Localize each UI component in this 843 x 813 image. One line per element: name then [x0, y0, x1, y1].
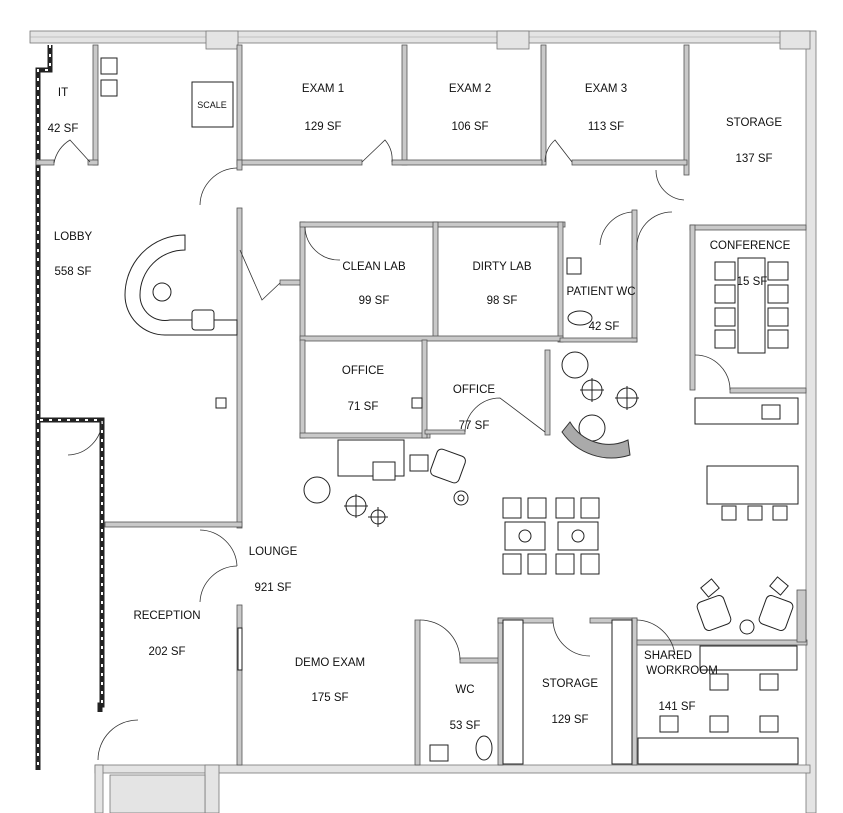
room-conference-name: CONFERENCE	[710, 240, 791, 252]
room-clean-lab-area: 99 SF	[359, 295, 390, 307]
room-demo-exam-name: DEMO EXAM	[295, 657, 365, 669]
room-dirty-lab-area: 98 SF	[487, 295, 518, 307]
room-exam1-area: 129 SF	[304, 121, 341, 133]
scale-label: SCALE	[197, 100, 227, 110]
room-conference-area: 15 SF	[737, 276, 768, 288]
room-exam3-name: EXAM 3	[585, 83, 627, 95]
room-wc-area: 53 SF	[450, 720, 481, 732]
interior-walls	[35, 44, 808, 766]
scale-fixture	[191, 81, 234, 128]
room-storage-top-name: STORAGE	[726, 117, 782, 129]
furniture	[100, 57, 799, 765]
room-exam2-name: EXAM 2	[449, 83, 491, 95]
room-shared-workroom-name-1: SHARED	[644, 650, 692, 662]
room-clean-lab-name: CLEAN LAB	[342, 261, 406, 273]
room-lounge-area: 921 SF	[254, 582, 291, 594]
room-patient-wc-area: 42 SF	[589, 321, 620, 333]
room-office1-area: 71 SF	[348, 401, 379, 413]
room-reception-area: 202 SF	[148, 646, 185, 658]
room-storage-bottom-name: STORAGE	[542, 678, 598, 690]
room-labels: SCALE IT 42 SF EXAM 1 129 SF EXAM 2 106 …	[48, 83, 791, 732]
room-patient-wc-name: PATIENT WC	[567, 286, 636, 298]
room-exam2-area: 106 SF	[451, 121, 488, 133]
room-lounge-name: LOUNGE	[249, 546, 298, 558]
room-office2-name: OFFICE	[453, 384, 495, 396]
room-shared-workroom-area: 141 SF	[658, 701, 695, 713]
doors	[53, 139, 731, 761]
room-exam1-name: EXAM 1	[302, 83, 344, 95]
room-wc-name: WC	[455, 684, 474, 696]
room-storage-bottom-area: 129 SF	[551, 714, 588, 726]
room-demo-exam-area: 175 SF	[311, 692, 348, 704]
room-lobby-area: 558 SF	[54, 266, 91, 278]
room-dirty-lab-name: DIRTY LAB	[472, 261, 531, 273]
room-storage-top-area: 137 SF	[735, 153, 772, 165]
room-shared-workroom-name-2: WORKROOM	[646, 665, 718, 677]
exterior-walls	[29, 30, 817, 813]
room-office2-area: 77 SF	[459, 420, 490, 432]
room-it-area: 42 SF	[48, 123, 79, 135]
room-lobby-name: LOBBY	[54, 231, 93, 243]
room-reception-name: RECEPTION	[133, 610, 200, 622]
room-it-name: IT	[58, 87, 68, 99]
room-office1-name: OFFICE	[342, 365, 384, 377]
room-exam3-area: 113 SF	[588, 121, 624, 133]
